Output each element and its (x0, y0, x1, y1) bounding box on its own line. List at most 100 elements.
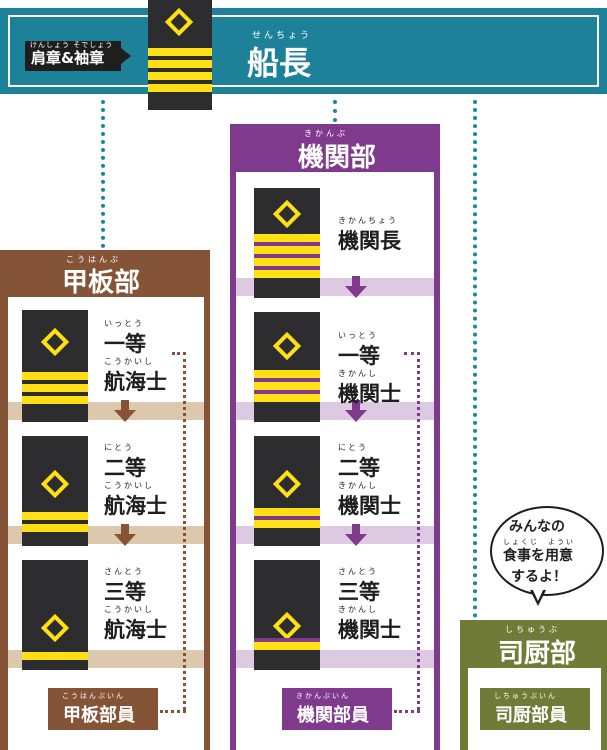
deck-crew-box: こうはんぶいん 甲板部員 (48, 688, 158, 730)
gold-stripe (148, 48, 212, 56)
galley-crew-box: しちゅうぶいん 司厨部員 (480, 688, 590, 730)
speech-bubble (490, 506, 604, 596)
gold-stripe (254, 508, 320, 516)
gold-stripe (22, 384, 88, 392)
rank-title: 機関士 (338, 494, 401, 518)
galley-title: 司厨部 (498, 639, 577, 669)
purple-stripe (254, 378, 320, 382)
diamond-insignia-icon (272, 199, 302, 229)
engine-crew-connector (417, 352, 420, 710)
rank-ruby: にとう (104, 443, 134, 452)
rank-title: 航海士 (104, 370, 167, 394)
rank-title: 機関士 (338, 618, 401, 642)
insignia-label-arrow (121, 48, 131, 64)
diamond-insignia-icon (40, 613, 70, 643)
crew-label: 司厨部員 (495, 705, 567, 726)
gold-stripe (254, 370, 320, 378)
galley-ruby: しちゅうぶ (505, 625, 560, 634)
deck-rank-3: さんとう 三等 こうかいし 航海士 (104, 566, 194, 646)
gold-stripe (22, 652, 88, 660)
engine-rank-2: にとう 二等 きかんし 機関士 (338, 442, 428, 522)
diamond-insignia-icon (40, 327, 70, 357)
connector-engine (333, 100, 337, 122)
gold-stripe (148, 72, 212, 80)
deck-crew-connector (160, 710, 186, 713)
engine-title: 機関部 (298, 143, 377, 173)
gold-stripe (22, 524, 88, 532)
gold-stripe (148, 60, 212, 68)
rank-grade: 二等 (338, 456, 380, 480)
gold-stripe (254, 382, 320, 390)
engine-crew-connector (404, 352, 420, 355)
insignia-label: けんしょう そでしょう 肩章&袖章 (25, 41, 121, 71)
captain-ruby: せんちょう (252, 31, 313, 41)
rank-ruby: こうかいし (104, 357, 154, 366)
diamond-insignia-icon (272, 611, 302, 641)
gold-stripe (148, 84, 212, 92)
rank-grade: 二等 (104, 456, 146, 480)
rank-title: 航海士 (104, 618, 167, 642)
bubble-line2: 食事を用意 (503, 548, 573, 564)
connector-deck (101, 100, 105, 248)
bubble-line1: みんなの (509, 519, 565, 535)
purple-stripe (254, 254, 320, 258)
purple-stripe (254, 390, 320, 394)
insignia-label-text: 肩章&袖章 (31, 49, 105, 67)
down-arrow-icon (114, 534, 136, 546)
rank-grade: 三等 (338, 580, 380, 604)
gold-stripe (22, 396, 88, 404)
connector-galley (473, 100, 477, 618)
purple-stripe (254, 516, 320, 520)
engine-ruby: きかんぶ (304, 129, 348, 138)
crew-label: 甲板部員 (63, 705, 135, 726)
diamond-insignia-icon (164, 7, 194, 37)
gold-stripe (254, 258, 320, 266)
rank-title: 航海士 (104, 494, 167, 518)
captain-title: 船長 (247, 44, 312, 82)
down-arrow-icon (345, 286, 367, 298)
down-arrow-icon (345, 410, 367, 422)
rank-title: 機関長 (338, 229, 401, 253)
rank-ruby: きかんちょう (338, 216, 398, 225)
gold-stripe (254, 394, 320, 402)
deck-title: 甲板部 (62, 268, 141, 298)
first-officer-epaulette (22, 310, 88, 422)
rank-ruby: にとう (338, 443, 368, 452)
insignia-label-ruby: けんしょう そでしょう (30, 41, 114, 49)
gold-stripe (254, 270, 320, 278)
bubble-line3: するよ！ (511, 569, 567, 585)
rank-grade: 一等 (104, 332, 146, 356)
crew-label: 機関部員 (297, 705, 369, 726)
diamond-insignia-icon (40, 469, 70, 499)
crew-ruby: きかんぶいん (296, 692, 350, 700)
third-officer-epaulette (22, 560, 88, 670)
rank-title: 機関士 (338, 382, 401, 406)
crew-ruby: しちゅうぶいん (494, 692, 557, 700)
rank-grade: 三等 (104, 580, 146, 604)
rank-ruby: さんとう (338, 567, 378, 576)
second-engineer-epaulette (254, 436, 320, 546)
first-engineer-epaulette (254, 312, 320, 422)
engine-crew-connector (394, 710, 420, 713)
deck-crew-connector (183, 352, 186, 710)
bubble-ruby: しょくじ ようい (503, 538, 575, 546)
captain-header-frame (8, 15, 599, 87)
gold-stripe (254, 234, 320, 242)
deck-crew-connector (172, 352, 186, 355)
rank-ruby: いっとう (338, 331, 378, 340)
chief-engineer-epaulette (254, 188, 320, 298)
third-engineer-epaulette (254, 560, 320, 670)
gold-stripe (22, 512, 88, 520)
engine-chief: きかんちょう 機関長 (338, 215, 428, 255)
down-arrow-icon (114, 410, 136, 422)
speech-bubble-tail-fill (532, 588, 544, 601)
second-officer-epaulette (22, 436, 88, 546)
purple-stripe (254, 638, 320, 642)
engine-arrow-stem (352, 524, 360, 534)
engine-arrow-stem (352, 400, 360, 410)
deck-rank-2: にとう 二等 こうかいし 航海士 (104, 442, 194, 522)
rank-ruby: きかんし (338, 605, 378, 614)
engine-rank-1: いっとう 一等 きかんし 機関士 (338, 330, 428, 410)
deck-ruby: こうはんぶ (66, 255, 121, 264)
rank-ruby: いっとう (104, 319, 144, 328)
